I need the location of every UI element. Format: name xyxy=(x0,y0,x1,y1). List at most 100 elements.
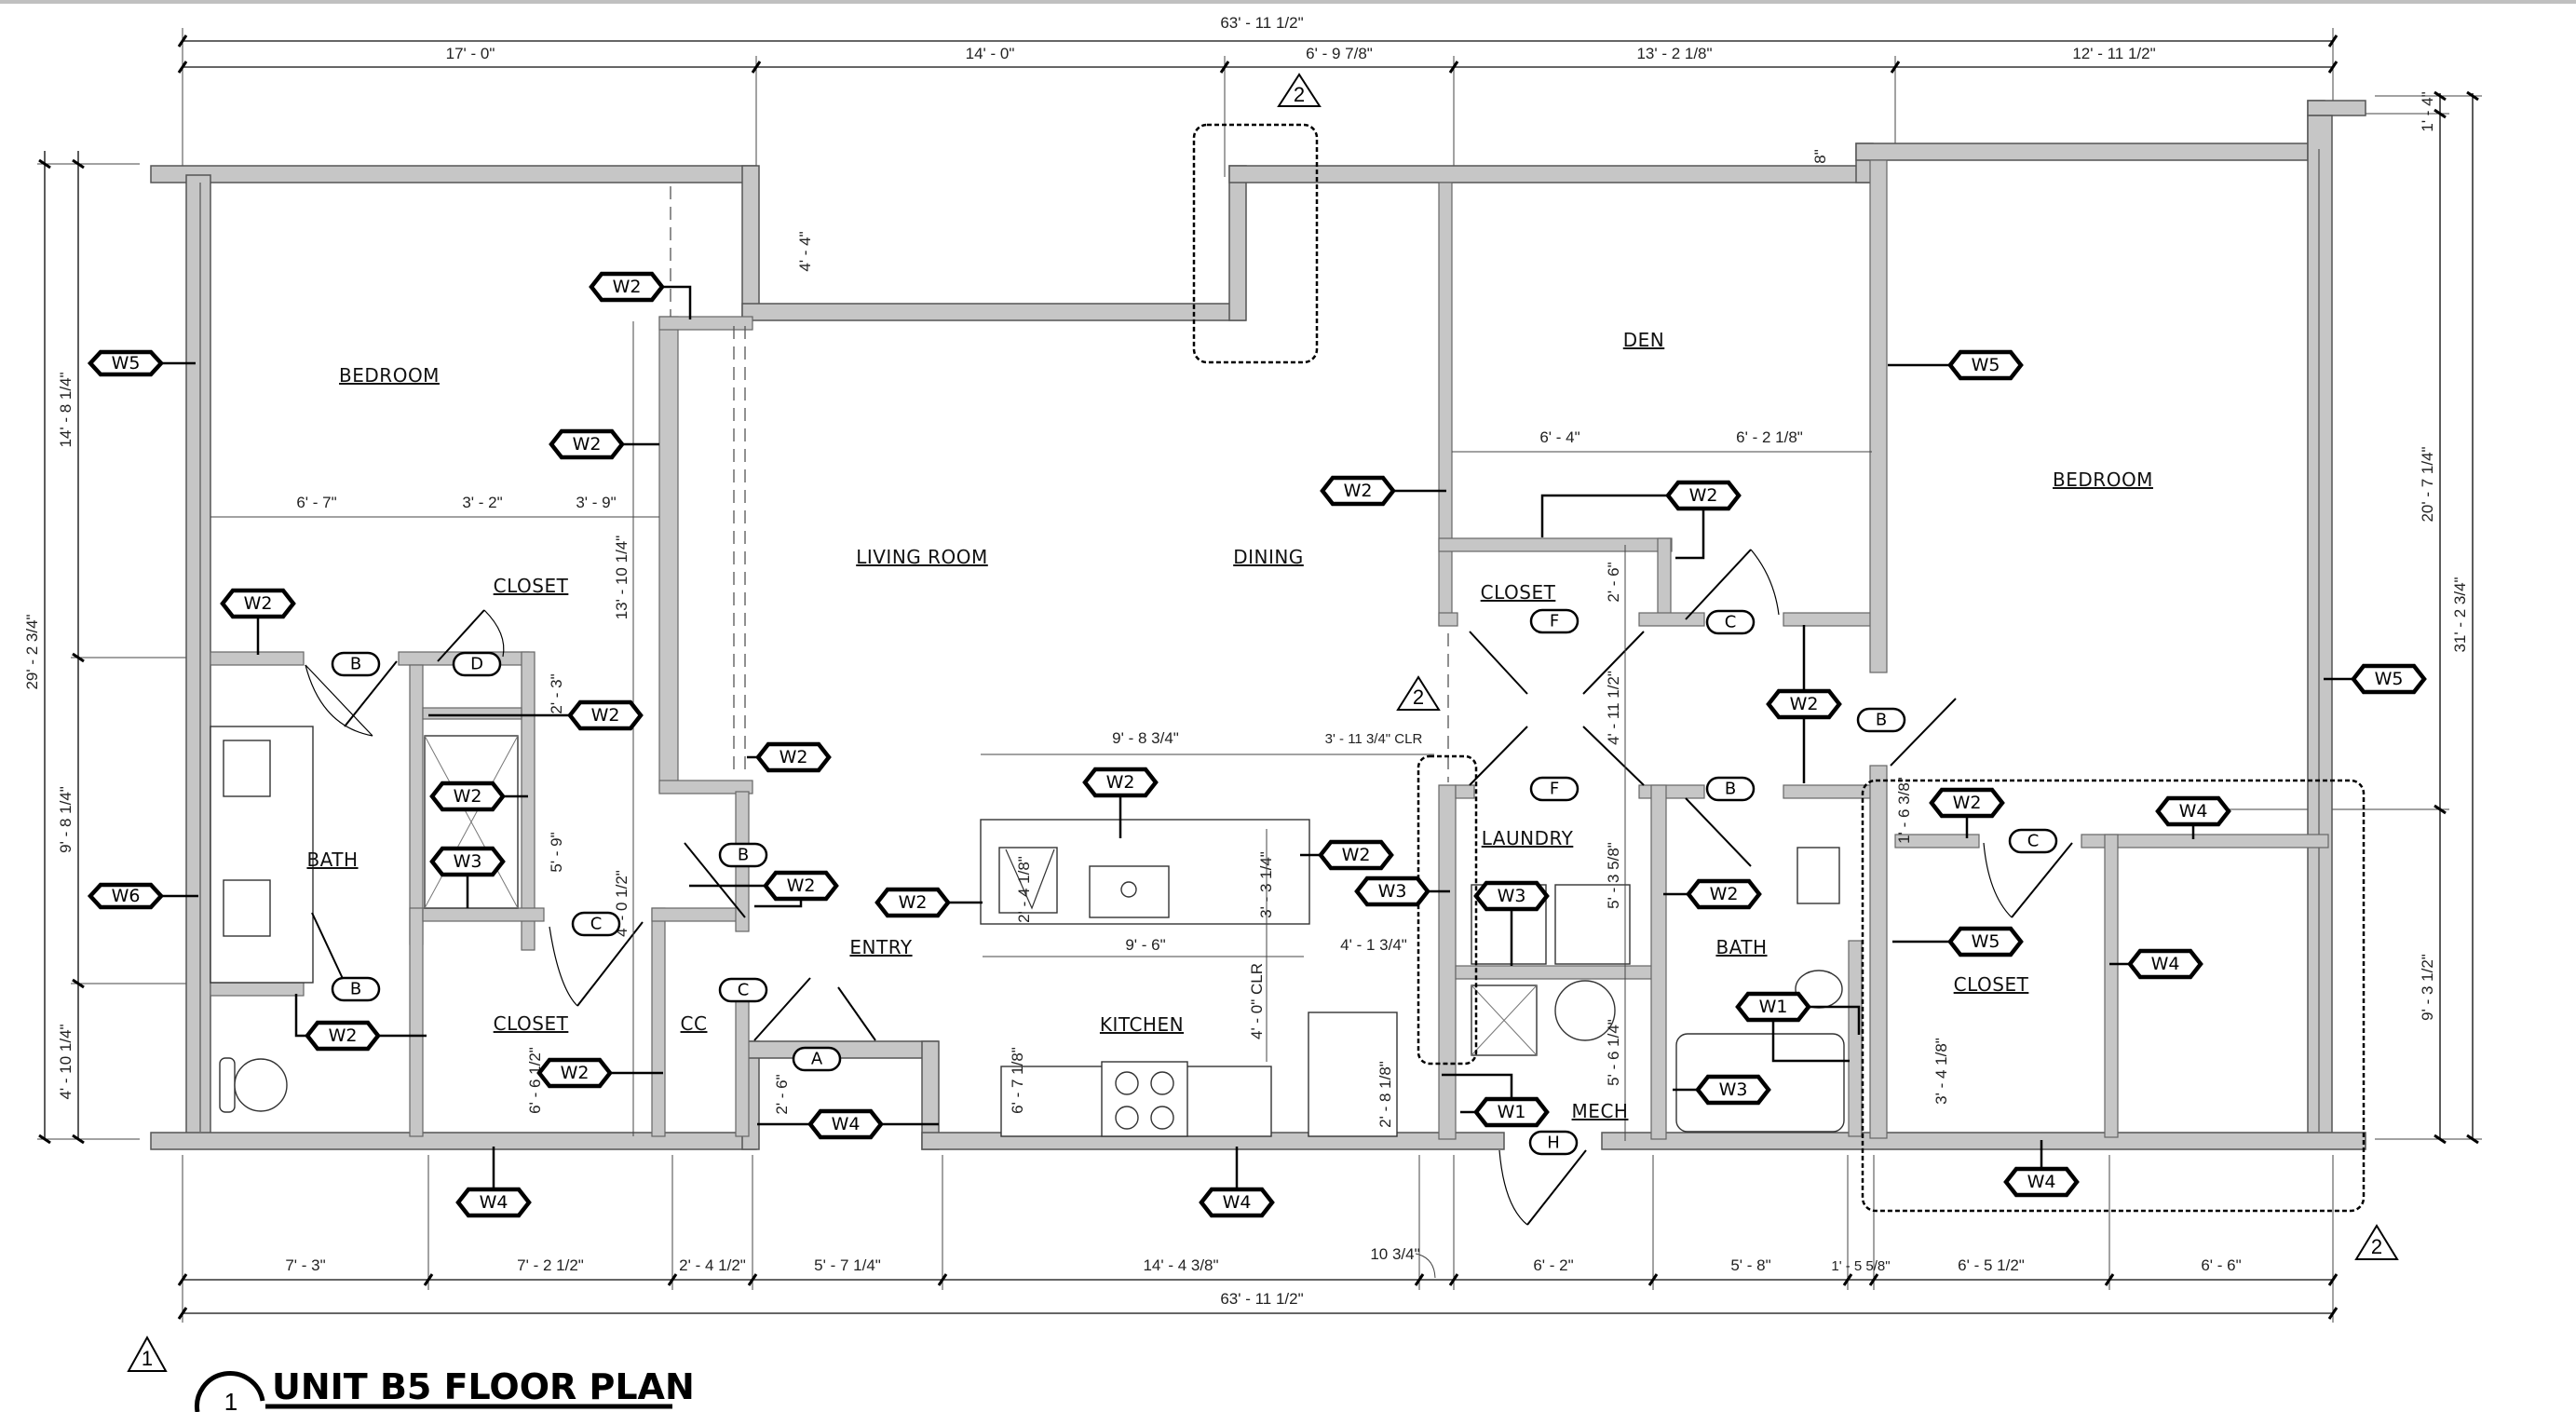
svg-text:C: C xyxy=(590,915,603,934)
dim-mech: 5' - 6 1/4" xyxy=(1605,1019,1622,1086)
dim-bottom-5: 14' - 4 3/8" xyxy=(1143,1256,1218,1274)
svg-text:A: A xyxy=(811,1050,823,1069)
svg-text:B: B xyxy=(350,655,361,674)
top-dimensions: 63' - 11 1/2" 17' - 0" 14' - 0" 6' - 9 7… xyxy=(177,14,2339,177)
svg-text:W2: W2 xyxy=(780,747,808,767)
dim-right-1: 1' - 4" xyxy=(2419,91,2436,131)
dim-kitchen-run: 9' - 6" xyxy=(1125,936,1165,954)
svg-text:W2: W2 xyxy=(787,876,816,896)
wall-tag-w2-entry: W2 xyxy=(689,870,839,908)
wall-tag-w3-tub: W3 xyxy=(1673,1074,1771,1106)
dim-kitchen-depth: 6' - 7 1/8" xyxy=(1009,1047,1026,1114)
wall-tag-w2-closet-d: W2 xyxy=(428,699,644,731)
svg-text:W2: W2 xyxy=(899,892,928,913)
door-tag-b-bath-bottom: B xyxy=(331,976,381,1002)
dim-right-overall: 31' - 2 3/4" xyxy=(2451,577,2469,652)
svg-text:W5: W5 xyxy=(1972,355,2000,375)
room-entry: ENTRY xyxy=(849,936,912,958)
wall-type-tags: W5 W6 W2 W2 W2 W2 W2 W3 W2 W2 W2 W2 W4 W… xyxy=(87,271,2427,1218)
dim-right-2: 20' - 7 1/4" xyxy=(2419,446,2436,522)
room-bath-right: BATH xyxy=(1715,936,1767,958)
view-number: 1 xyxy=(224,1388,237,1412)
svg-text:W2: W2 xyxy=(1953,793,1982,813)
room-laundry: LAUNDRY xyxy=(1482,827,1574,849)
left-dimensions: 29' - 2 3/4" 14' - 8 1/4" 9' - 8 1/4" 4'… xyxy=(23,151,203,1145)
door-tag-b-bedroom-right: B xyxy=(1856,707,1906,733)
interior-dimensions: 6' - 7" 3' - 2" 3' - 9" 13' - 10 1/4" 4'… xyxy=(210,149,1950,1141)
room-mech: MECH xyxy=(1572,1100,1629,1122)
svg-text:2: 2 xyxy=(1294,83,1305,106)
dim-top-4: 13' - 2 1/8" xyxy=(1636,45,1712,62)
wall-tag-w2-bath-top: W2 xyxy=(220,588,296,655)
dim-bottom-2: 7' - 2 1/2" xyxy=(517,1256,584,1274)
room-closet-left-top: CLOSET xyxy=(494,575,569,597)
revision-triangle-right: 2 xyxy=(2354,1224,2399,1260)
dim-top-1: 17' - 0" xyxy=(446,45,495,62)
svg-text:B: B xyxy=(1725,780,1736,799)
svg-text:D: D xyxy=(470,655,483,674)
svg-text:B: B xyxy=(1876,711,1887,730)
room-labels: BEDROOM CLOSET BATH CLOSET CC LIVING ROO… xyxy=(306,329,2153,1122)
dim-shower: 5' - 9" xyxy=(548,832,565,872)
wall-tag-w2-closet-bottom: W2 xyxy=(536,1057,663,1089)
dim-island-1: 2' - 4 1/8" xyxy=(1015,856,1033,923)
svg-text:W6: W6 xyxy=(112,886,141,906)
dim-rcloset-top: 1' - 6 3/8" xyxy=(1895,777,1913,844)
svg-text:B: B xyxy=(738,846,749,865)
svg-text:2: 2 xyxy=(2371,1235,2382,1258)
svg-text:W2: W2 xyxy=(1106,772,1135,793)
wall-tag-w2-living-column: W2 xyxy=(747,741,832,773)
door-tag-b-bath-top: B xyxy=(331,651,381,677)
wall-tag-w2-island-right: W2 xyxy=(1300,839,1394,871)
dim-top-2: 14' - 0" xyxy=(966,45,1015,62)
door-tag-c-closet: C xyxy=(571,911,621,937)
svg-text:F: F xyxy=(1550,612,1559,631)
svg-text:C: C xyxy=(1725,613,1737,632)
room-bedroom-right: BEDROOM xyxy=(2053,468,2153,491)
svg-text:W2: W2 xyxy=(561,1063,590,1083)
door-tag-c-cc: C xyxy=(718,977,768,1003)
svg-text:W2: W2 xyxy=(613,277,642,297)
dim-entry: 2' - 6" xyxy=(773,1074,791,1114)
dim-bed-2: 3' - 2" xyxy=(462,494,502,511)
dim-fridge-width: 4' - 1 3/4" xyxy=(1340,936,1407,954)
right-dimensions: 1' - 4" 20' - 7 1/4" 9' - 3 1/2" 31' - 2… xyxy=(2179,90,2482,1145)
wall-tag-w2-bath-right: W2 xyxy=(1663,878,1762,910)
wall-tag-w5-right-closet: W5 xyxy=(1892,926,2024,957)
door-tag-b-bath-right: B xyxy=(1705,776,1756,802)
svg-text:2: 2 xyxy=(1413,686,1424,709)
svg-text:W3: W3 xyxy=(1498,886,1526,906)
wall-tag-w4-bottom-right: W4 xyxy=(2003,1140,2080,1198)
svg-text:C: C xyxy=(738,981,750,1000)
revision-triangle-mid: 2 xyxy=(1396,675,1441,711)
bottom-dimensions: 7' - 3" 7' - 2 1/2" 2' - 4 1/2" 5' - 7 1… xyxy=(177,1155,2339,1323)
dim-closet-depth: 6' - 6 1/2" xyxy=(526,1047,544,1114)
dim-left-vert-1: 13' - 10 1/4" xyxy=(613,536,630,620)
dim-bump-offset: 8" xyxy=(1811,149,1829,164)
revision-triangle-title: 1 xyxy=(127,1335,168,1372)
wall-tag-w2-island-left: W2 xyxy=(874,887,983,918)
dashed-hidden-lines xyxy=(670,186,1449,782)
overall-width-top: 63' - 11 1/2" xyxy=(1220,14,1303,32)
dim-bottom-9: 1' - 5 5/8" xyxy=(1831,1258,1890,1274)
svg-text:W4: W4 xyxy=(1223,1192,1252,1213)
svg-text:W3: W3 xyxy=(1719,1079,1748,1100)
interior-walls xyxy=(210,159,2329,1140)
svg-text:W5: W5 xyxy=(112,353,141,373)
exterior-walls xyxy=(150,100,2366,1150)
svg-text:W1: W1 xyxy=(1498,1102,1526,1122)
wall-tag-w1-bath: W1 xyxy=(1735,991,1861,1063)
dim-closet-d: 2' - 3" xyxy=(548,673,565,713)
wall-tag-w5-far-right: W5 xyxy=(2324,663,2427,695)
wall-tag-w2-den-left: W2 xyxy=(1320,475,1446,507)
room-living: LIVING ROOM xyxy=(856,546,988,568)
wall-tag-w6-left: W6 xyxy=(87,882,198,910)
svg-text:W3: W3 xyxy=(1378,881,1407,902)
door-tag-c-right-closet: C xyxy=(2008,828,2058,854)
wall-tag-w4-entry-bottom: W4 xyxy=(757,1108,939,1140)
svg-text:W4: W4 xyxy=(2179,801,2208,821)
dim-den-closet: 2' - 6" xyxy=(1605,562,1622,602)
room-cc: CC xyxy=(681,1012,708,1035)
wall-tag-w2-bath-bottom: W2 xyxy=(294,994,427,1052)
svg-text:W4: W4 xyxy=(480,1192,508,1213)
